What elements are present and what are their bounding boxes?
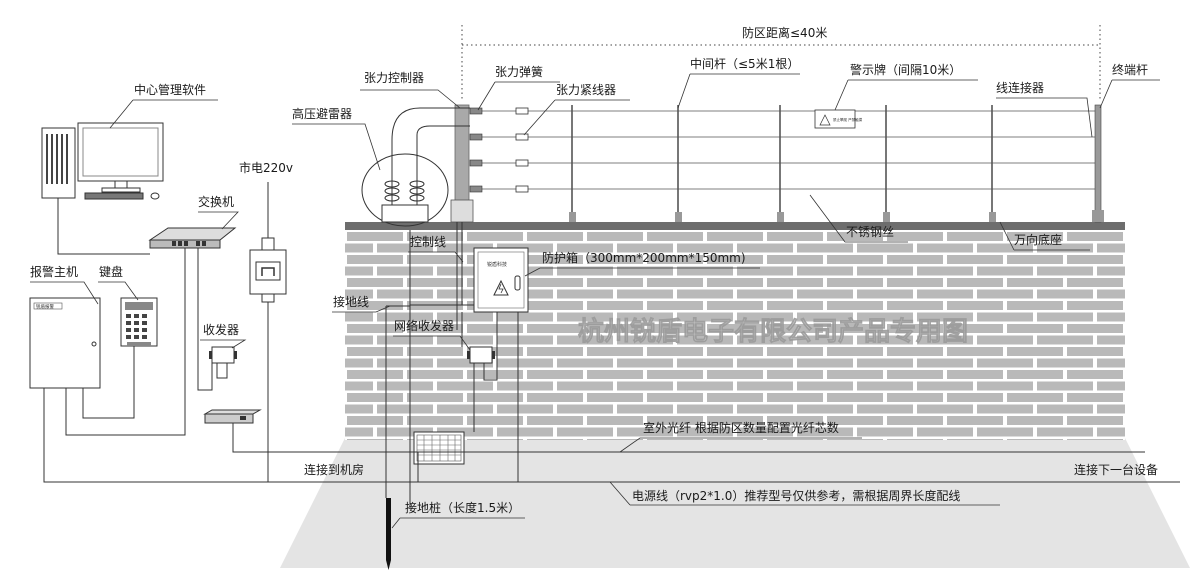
warning-sign: 禁止攀爬 严禁触摸 xyxy=(814,109,863,129)
mains-breaker xyxy=(249,237,287,303)
label-keyboard: 键盘 xyxy=(99,264,123,279)
label-switch: 交换机 xyxy=(198,194,234,209)
label-transceiver: 收发器 xyxy=(203,322,239,337)
label-tension-tightener: 张力紧线器 xyxy=(556,83,616,97)
label-wire-connector: 线连接器 xyxy=(996,80,1044,95)
label-power-line: 电源线（rvp2*1.0）推荐型号仅供参考，需根据周界长度配线 xyxy=(632,488,960,503)
terminal-pole xyxy=(1094,104,1102,223)
tension-springs xyxy=(469,107,483,193)
svg-text:锐盾报警: 锐盾报警 xyxy=(36,303,54,310)
leader-lines xyxy=(30,73,1160,529)
computer xyxy=(41,122,164,200)
arrester-wire-2 xyxy=(416,125,470,178)
alarm-host: 锐盾报警 xyxy=(29,297,101,389)
label-ground-stake: 接地桩（长度1.5米） xyxy=(405,500,520,515)
label-tension-spring: 张力弹簧 xyxy=(495,64,543,79)
watermark: 杭州锐盾电子有限公司产品专用图 xyxy=(578,316,968,347)
fence-wires xyxy=(470,110,1098,190)
label-network-transceiver: 网络收发器 xyxy=(394,318,454,333)
arrester-wire-1 xyxy=(391,107,470,178)
controller-base xyxy=(450,199,474,223)
pole-bases xyxy=(569,210,1104,222)
protection-box: 锐盾科技 xyxy=(473,247,529,313)
fiber-box xyxy=(413,431,465,465)
hv-arrester xyxy=(361,153,449,227)
zone-distance-marker xyxy=(461,25,1101,100)
label-outdoor-fiber: 室外光纤 根据防区数量配置光纤芯数 xyxy=(643,420,839,435)
keypad xyxy=(120,297,158,347)
label-control-line: 控制线 xyxy=(410,235,446,249)
label-central-software: 中心管理软件 xyxy=(134,82,206,97)
label-terminal-pole: 终端杆 xyxy=(1112,62,1148,77)
label-universal-base: 万向底座 xyxy=(1014,232,1062,247)
transceiver-indoor xyxy=(209,346,237,364)
label-connect-next-device: 连接下一台设备 xyxy=(1074,462,1158,477)
label-hv-arrester: 高压避雷器 xyxy=(292,106,352,121)
svg-text:禁止攀爬 严禁触摸: 禁止攀爬 严禁触摸 xyxy=(833,117,863,122)
zone-distance-label: 防区距离≤40米 xyxy=(742,25,827,40)
network-transceiver xyxy=(467,346,495,364)
label-tension-controller: 张力控制器 xyxy=(364,71,424,85)
ground-stake xyxy=(386,498,391,570)
label-warning-sign: 警示牌（间隔10米） xyxy=(850,62,961,77)
svg-text:锐盾科技: 锐盾科技 xyxy=(487,261,507,268)
label-mains-power: 市电220v xyxy=(239,160,293,175)
label-protection-box: 防护箱（300mm*200mm*150mm) xyxy=(542,250,746,265)
middle-poles xyxy=(571,105,993,222)
wiring xyxy=(43,182,1180,508)
label-connect-machine-room: 连接到机房 xyxy=(304,462,364,477)
label-middle-pole: 中间杆（≤5米1根） xyxy=(690,56,799,71)
wall-top-cap xyxy=(345,222,1125,230)
media-converter xyxy=(203,409,262,424)
label-stainless-wire: 不锈钢丝 xyxy=(846,225,894,239)
label-alarm-host: 报警主机 xyxy=(30,264,78,279)
ground-area xyxy=(280,438,1190,568)
network-switch xyxy=(148,227,237,249)
label-ground-wire: 接地线 xyxy=(333,294,369,309)
tension-tighteners xyxy=(515,107,529,193)
